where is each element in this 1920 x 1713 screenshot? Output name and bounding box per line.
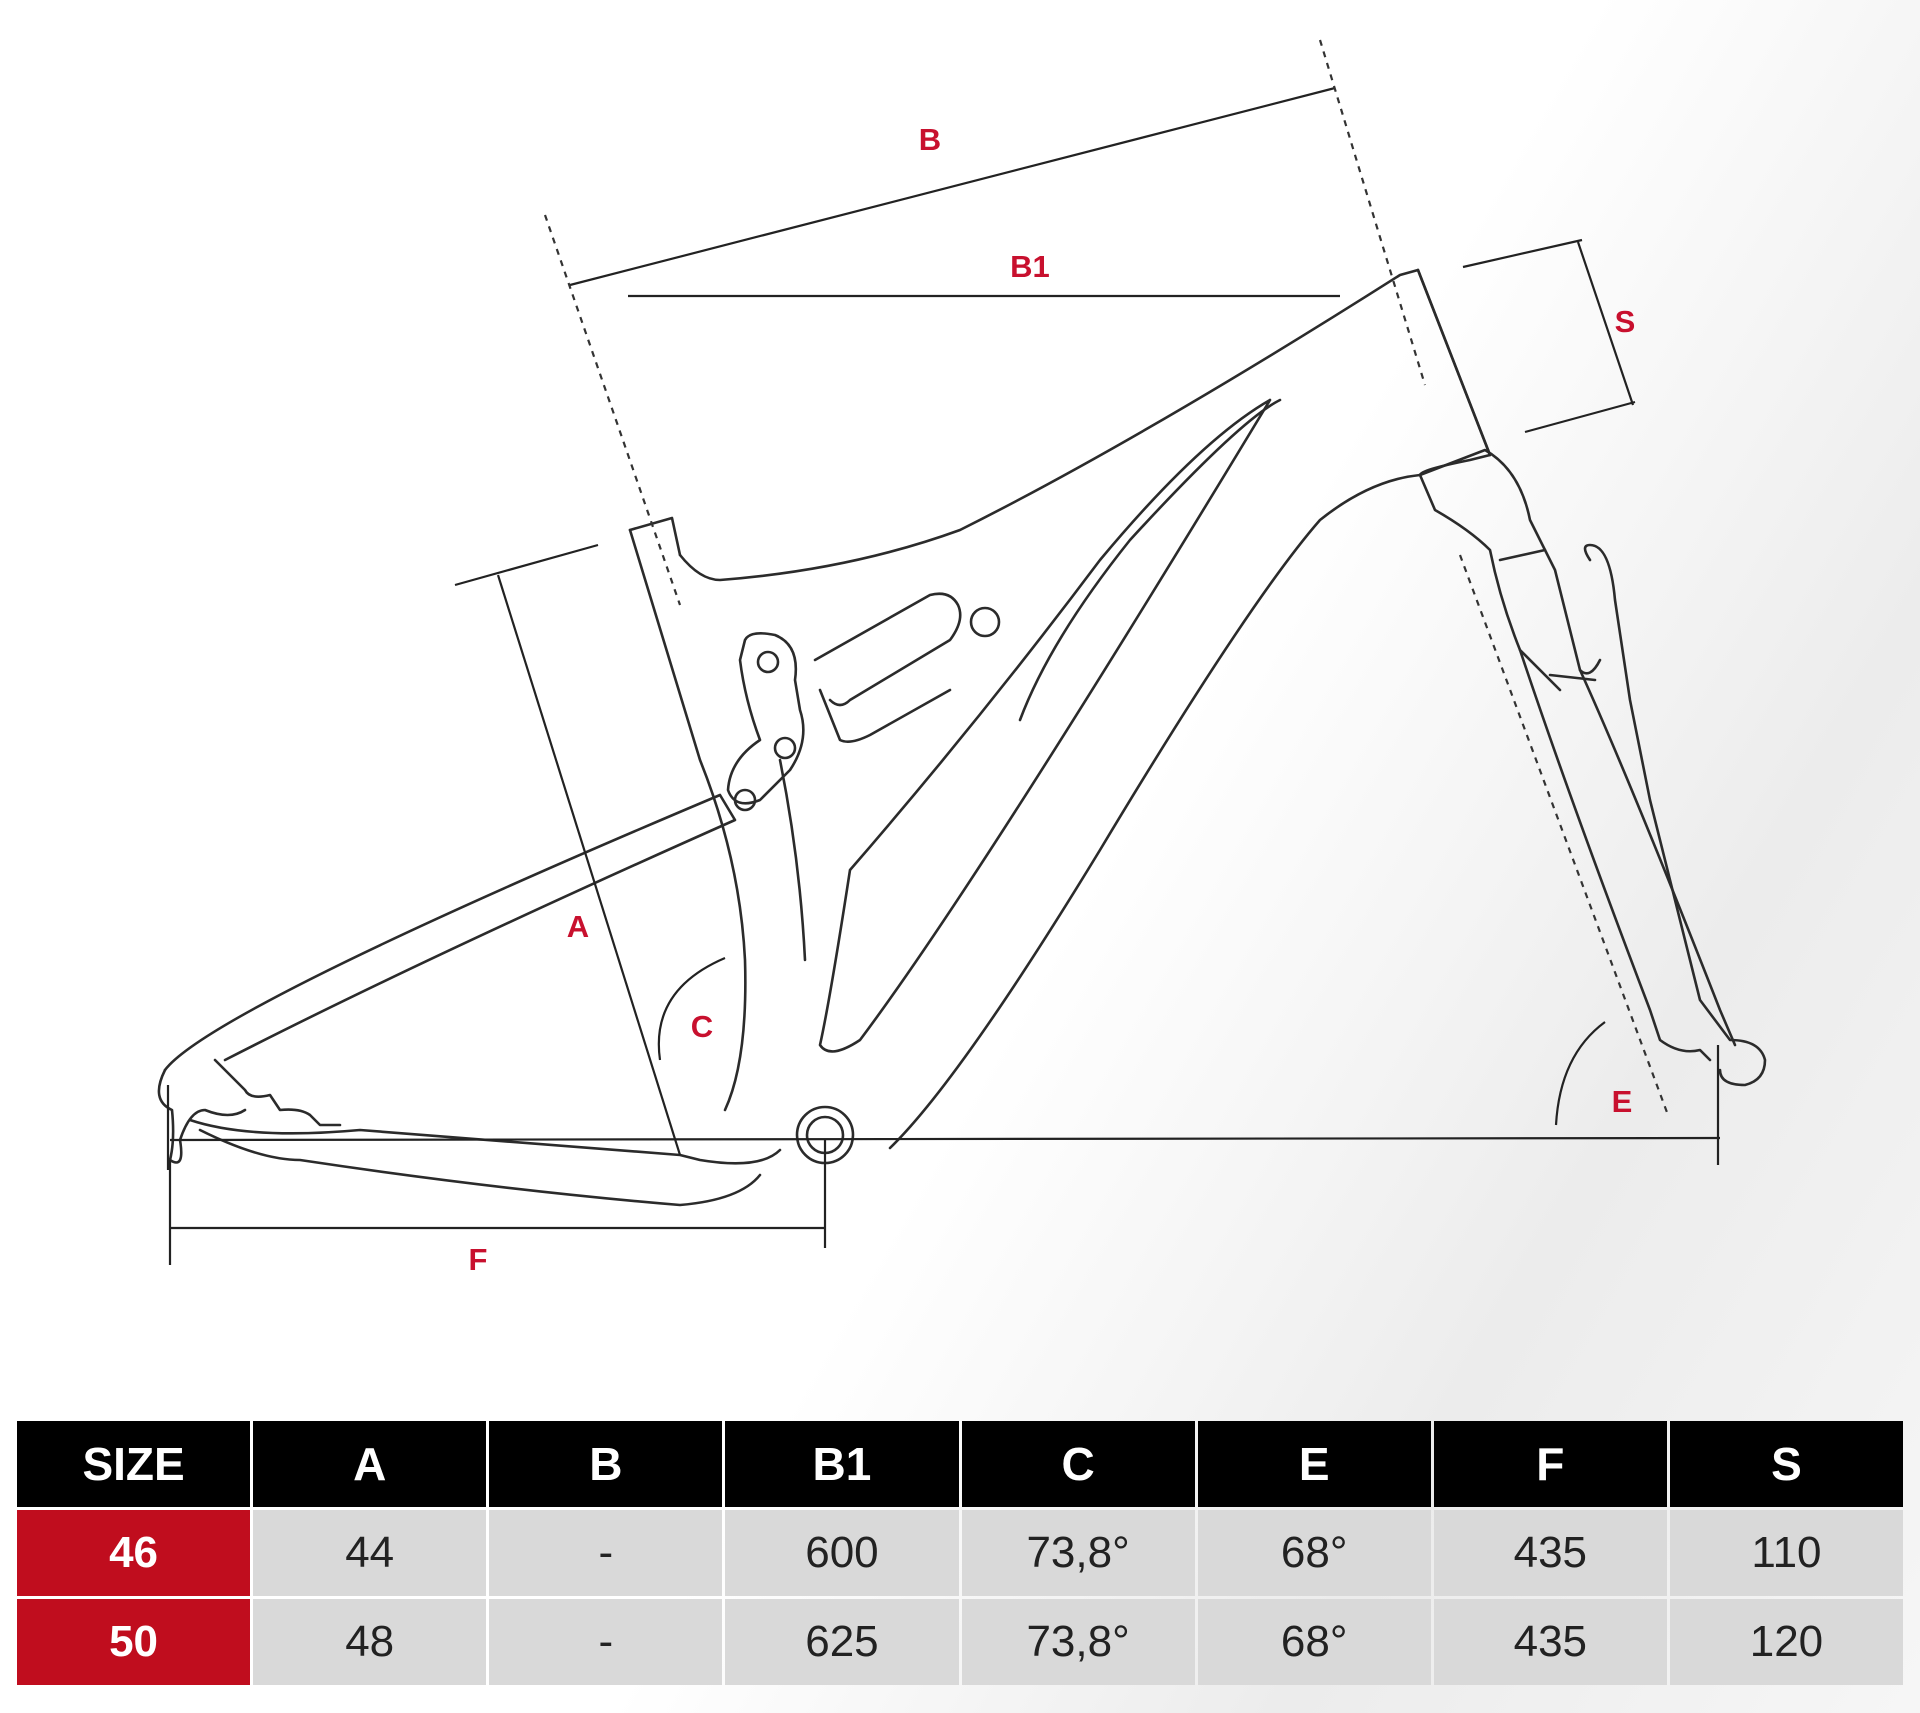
header-size: SIZE [17,1421,251,1507]
dimension-s-bottom-tick [1524,400,1636,434]
header-e: E [1197,1421,1431,1507]
cell-f: 435 [1433,1599,1667,1685]
header-b1: B1 [725,1421,959,1507]
cell-c: 73,8° [961,1510,1195,1596]
label-b: B [919,122,941,157]
size-cell: 46 [17,1510,251,1596]
dimension-b-right-extension [1318,39,1427,386]
cell-b: - [489,1599,723,1685]
geometry-table: SIZE A B B1 C E F S 46 44 - 600 73,8° 68… [14,1418,1906,1688]
label-a: A [567,909,589,944]
frame-geometry-diagram: B B1 S A C E F [157,39,1767,1277]
dimension-a-line [496,574,682,1156]
dimension-c-arc [657,956,726,1061]
dimension-s-line [1576,241,1635,406]
label-b1: B1 [1010,249,1050,284]
cell-s: 110 [1669,1510,1903,1596]
cell-c: 73,8° [961,1599,1195,1685]
table-row: 50 48 - 625 73,8° 68° 435 120 [17,1599,1903,1685]
size-cell: 50 [17,1599,251,1685]
table-header-row: SIZE A B B1 C E F S [17,1421,1903,1507]
dimension-b-line [569,86,1336,287]
cell-e: 68° [1197,1599,1431,1685]
bike-frame-outline [157,268,1767,1207]
label-s: S [1615,304,1636,339]
cell-f: 435 [1433,1510,1667,1596]
ground-line [169,1136,1721,1142]
cell-a: 44 [253,1510,487,1596]
cell-e: 68° [1197,1510,1431,1596]
header-s: S [1669,1421,1903,1507]
cell-b: - [489,1510,723,1596]
dimension-e-axis [1458,554,1670,1116]
table-row: 46 44 - 600 73,8° 68° 435 110 [17,1510,1903,1596]
label-f: F [469,1242,488,1277]
header-f: F [1433,1421,1667,1507]
dimension-lines [166,39,1721,1265]
dimension-s-top-tick [1462,238,1583,269]
cell-b1: 625 [725,1599,959,1685]
cell-b1: 600 [725,1510,959,1596]
header-b: B [489,1421,723,1507]
label-e: E [1612,1084,1633,1119]
label-c: C [691,1009,713,1044]
cell-a: 48 [253,1599,487,1685]
dimension-a-top-tick [454,543,599,587]
dimension-b-left-extension [543,214,682,606]
dimension-e-arc [1554,1021,1606,1126]
header-c: C [961,1421,1195,1507]
header-a: A [253,1421,487,1507]
cell-s: 120 [1669,1599,1903,1685]
